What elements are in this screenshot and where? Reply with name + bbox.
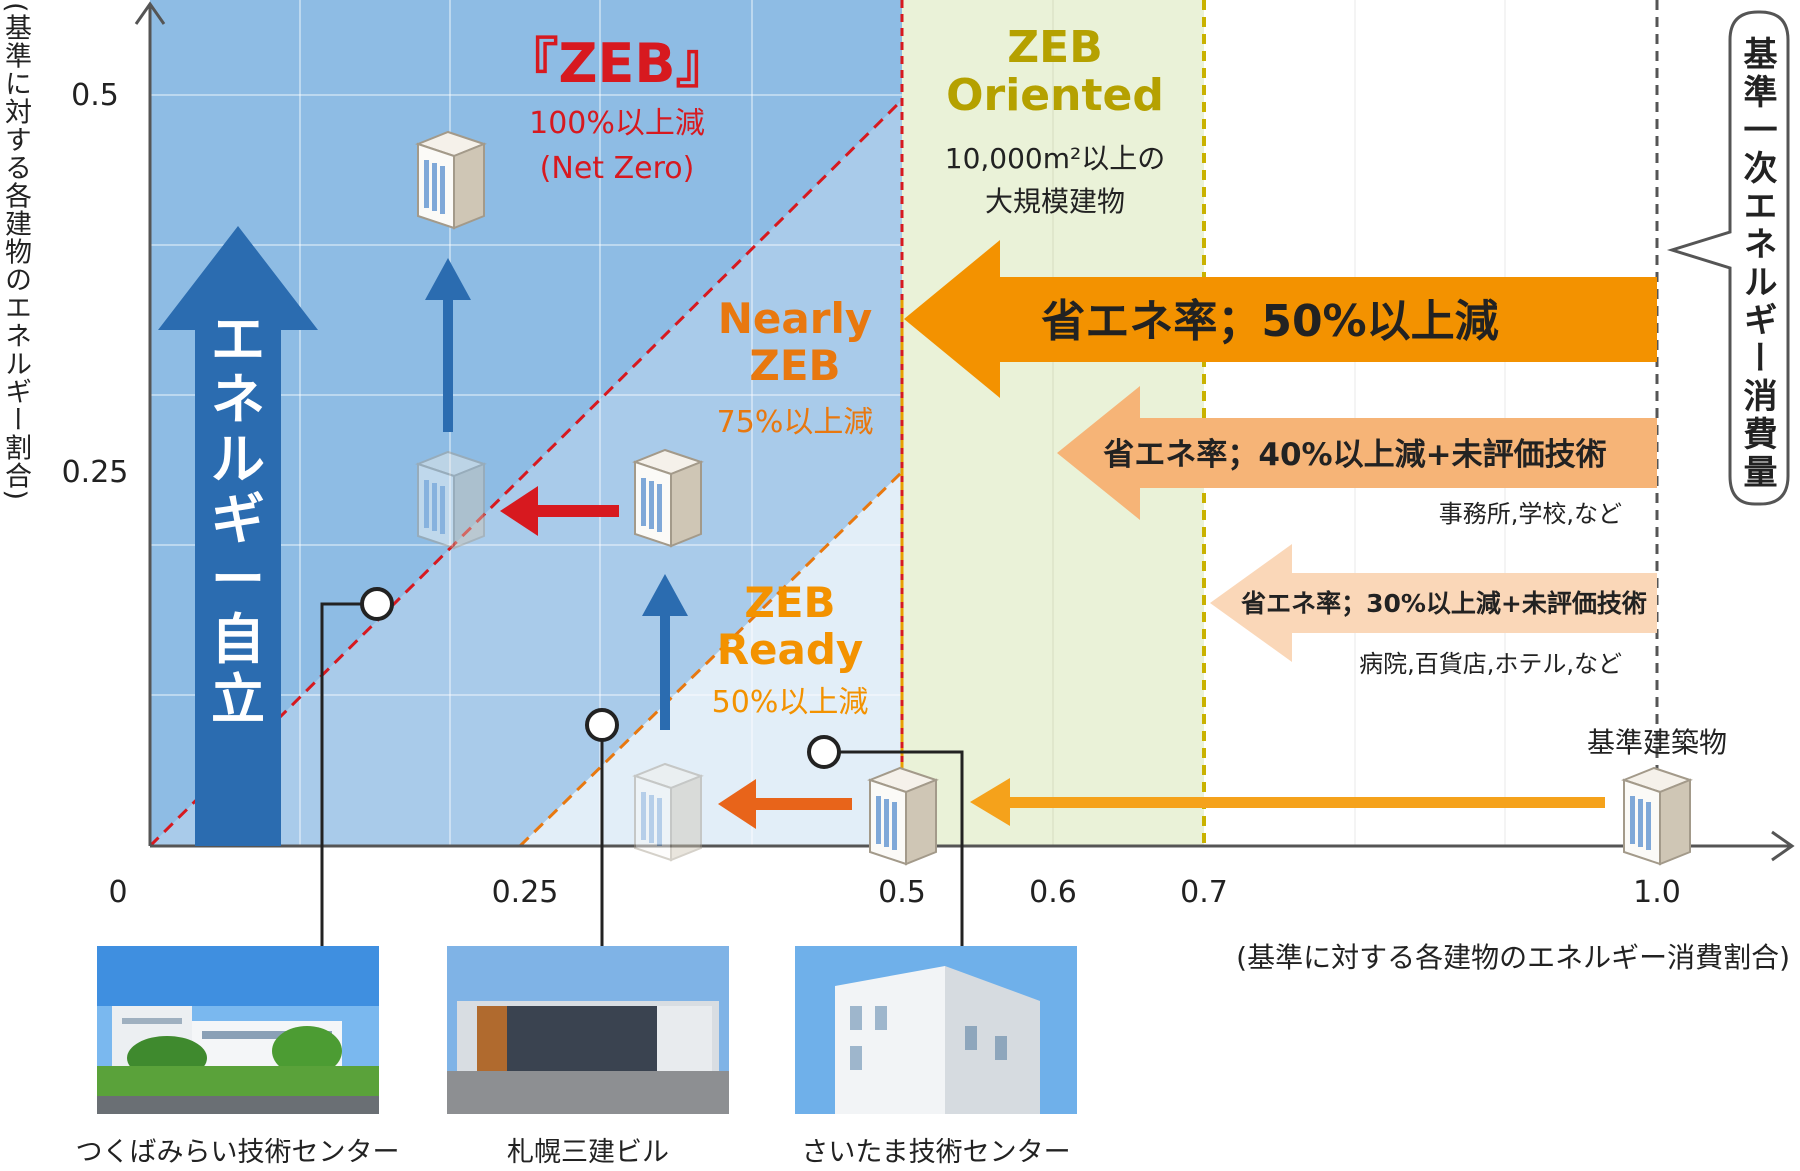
zeb-zone-bg <box>150 0 902 846</box>
building-icon-faded-1 <box>417 451 485 549</box>
marker-tsukuba <box>360 587 394 621</box>
grid <box>150 0 1506 846</box>
up-arrow-head-1 <box>425 258 471 300</box>
reduction-arrow-40-label: 省エネ率；40%以上減+未評価技術 <box>1103 437 1606 473</box>
x-tick-07: 0.7 <box>1180 875 1228 910</box>
reference-bubble-shape <box>1666 10 1790 506</box>
x-tick-05: 0.5 <box>878 875 926 910</box>
zone-backgrounds <box>150 0 1204 846</box>
ready-reduction: 50%以上減 <box>712 685 869 720</box>
up-arrow-shaft-2 <box>660 608 670 730</box>
ready-boundary-line <box>518 470 904 848</box>
marker-saitama <box>807 735 841 769</box>
x-tick-06: 0.6 <box>1029 875 1077 910</box>
reduction-arrow-50-label: 省エネ率；50%以上減 <box>1041 296 1498 347</box>
svg-text:ネ: ネ <box>211 368 265 431</box>
caption-saitama: さいたま技術センター <box>801 1137 1071 1168</box>
reduction-arrow-40: 省エネ率；40%以上減+未評価技術 事務所,学校,など <box>1057 386 1657 528</box>
reference-left-arrow <box>970 778 1605 826</box>
photo-sapporo <box>447 946 729 1114</box>
zeb-ready-label: ZEB Ready 50%以上減 <box>712 578 869 720</box>
photo-sapporo-image <box>447 946 729 1114</box>
nearly-line1: Nearly <box>718 294 872 343</box>
svg-text:ギ: ギ <box>211 488 265 551</box>
reduction-arrow-30: 省エネ率；30%以上減+未評価技術 病院,百貨店,ホテル,など <box>1210 544 1657 678</box>
oriented-sub1: 10,000m²以上の <box>945 142 1165 175</box>
x-tick-025: 0.25 <box>492 875 559 910</box>
reduction-arrow-50: 省エネ率；50%以上減 <box>904 240 1657 398</box>
callout-line-saitama <box>824 750 964 948</box>
reference-bubble <box>1666 10 1790 506</box>
ready-line1: ZEB <box>744 578 835 627</box>
photo-saitama <box>795 946 1077 1114</box>
y-tick-05: 0.5 <box>71 78 119 113</box>
svg-text:ー: ー <box>211 548 265 611</box>
orange-left-arrow <box>718 779 852 829</box>
svg-text:自: 自 <box>211 608 265 671</box>
y-axis-label: (基準に対する各建物のエネルギー割合) <box>0 2 31 502</box>
energy-independence-text: エ ネ ル ギ ー 自 立 <box>211 308 265 731</box>
building-icon-ready <box>869 767 937 865</box>
callout-markers <box>360 587 841 769</box>
zeb-reduction: 100%以上減 <box>529 106 705 141</box>
building-icon-reference <box>1623 767 1691 865</box>
reduction-arrow-30-label: 省エネ率；30%以上減+未評価技術 <box>1240 589 1647 618</box>
callout-lines <box>320 602 964 948</box>
ready-line2: Ready <box>717 625 864 674</box>
red-left-arrow <box>500 486 619 536</box>
svg-text:ル: ル <box>211 428 265 491</box>
x-tick-10: 1.0 <box>1633 875 1681 910</box>
reduction-arrow-50-shape <box>904 240 1657 398</box>
nearly-zeb-label: Nearly ZEB 75%以上減 <box>717 294 874 440</box>
energy-independence-arrow <box>158 226 318 846</box>
reference-building-label: 基準建築物 <box>1587 726 1727 759</box>
reduction-arrow-30-note: 病院,百貨店,ホテル,など <box>1359 650 1622 678</box>
svg-text:立: 立 <box>211 668 265 731</box>
photo-tsukuba-image <box>97 946 379 1114</box>
oriented-line2: Oriented <box>946 70 1164 121</box>
oriented-line1: ZEB <box>1007 22 1103 73</box>
y-axis-arrowhead <box>134 1 166 25</box>
marker-sapporo <box>585 708 619 742</box>
tick-labels: 0 0.25 0.5 0.6 0.7 1.0 0.5 0.25 <box>62 78 1681 910</box>
reduction-arrow-30-shape <box>1210 544 1657 662</box>
caption-tsukuba: つくばみらい技術センター <box>75 1137 400 1168</box>
x-axis-label: (基準に対する各建物のエネルギー消費割合) <box>1236 941 1790 974</box>
reference-bubble-text: 基準一次エネルギー消費量 <box>1737 36 1777 492</box>
reduction-arrow-40-note: 事務所,学校,など <box>1439 500 1622 528</box>
nearly-line2: ZEB <box>749 341 840 390</box>
building-icon-faded-2 <box>634 763 702 861</box>
up-arrow-head-2 <box>642 574 688 616</box>
caption-sapporo: 札幌三建ビル <box>507 1137 669 1168</box>
y-tick-025: 0.25 <box>62 455 129 490</box>
photo-saitama-image <box>795 946 1077 1114</box>
oriented-sub2: 大規模建物 <box>985 185 1125 218</box>
photo-tsukuba <box>97 946 379 1114</box>
building-icon-zeb <box>417 131 485 229</box>
reduction-arrow-40-shape <box>1057 386 1657 520</box>
zeb-label: 『ZEB』 100%以上減 (Net Zero) <box>504 32 729 186</box>
zeb-netzero: (Net Zero) <box>540 151 695 186</box>
zeb-boundary-line <box>148 98 904 848</box>
x-tick-0: 0 <box>108 875 127 910</box>
building-icon-nearly <box>634 449 702 547</box>
zeb-oriented-label: ZEB Oriented 10,000m²以上の 大規模建物 <box>945 22 1165 218</box>
callout-line-tsukuba <box>320 602 377 948</box>
up-arrow-shaft-1 <box>443 292 453 432</box>
svg-text:エ: エ <box>211 308 265 371</box>
x-axis-arrowhead <box>1771 830 1795 862</box>
nearly-reduction: 75%以上減 <box>717 405 874 440</box>
small-up-arrows <box>425 258 688 730</box>
zeb-title: 『ZEB』 <box>504 32 729 95</box>
